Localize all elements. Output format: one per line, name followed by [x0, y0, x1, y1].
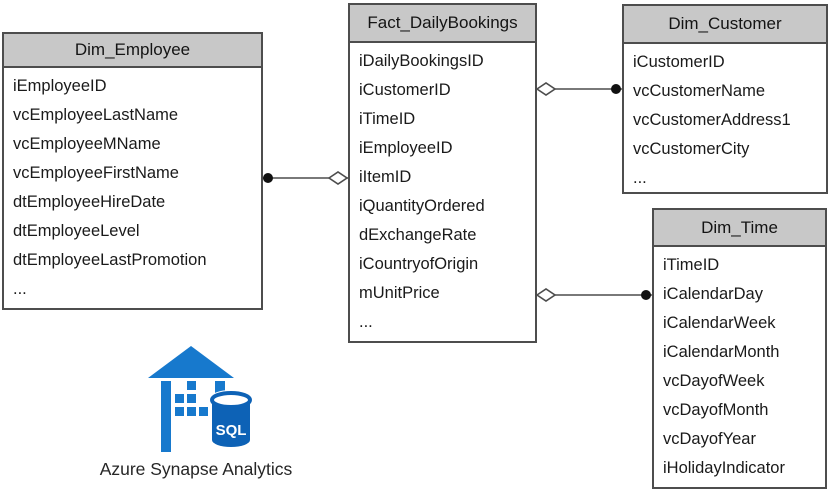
- column-row-ellipsis: ...: [13, 280, 27, 298]
- one-end-dot-icon: [611, 84, 621, 94]
- relationship-employee-fact: [262, 171, 349, 185]
- relationship-fact-time: [535, 288, 652, 302]
- relationship-fact-customer: [535, 82, 622, 96]
- table-columns: iCustomerID vcCustomerName vcCustomerAdd…: [624, 44, 826, 193]
- column-row: vcCustomerCity: [633, 140, 750, 158]
- column-row: iCustomerID: [359, 81, 451, 99]
- sql-label: SQL: [216, 422, 247, 439]
- column-row: vcDayofYear: [663, 430, 756, 448]
- column-row: vcCustomerAddress1: [633, 111, 791, 129]
- many-end-diamond-icon: [327, 171, 349, 185]
- sql-database-cylinder-icon: SQL: [209, 390, 253, 450]
- column-row: vcDayofMonth: [663, 401, 769, 419]
- table-dim-time: Dim_Time iTimeID iCalendarDay iCalendarW…: [652, 208, 827, 489]
- column-row: iTimeID: [663, 256, 720, 274]
- table-columns: iEmployeeID vcEmployeeLastName vcEmploye…: [4, 68, 261, 304]
- column-row: iDailyBookingsID: [359, 52, 484, 70]
- column-row: vcDayofWeek: [663, 372, 765, 390]
- column-row: vcEmployeeFirstName: [13, 164, 179, 182]
- table-title: Dim_Customer: [624, 6, 826, 44]
- column-row-ellipsis: ...: [633, 169, 647, 187]
- table-title: Dim_Employee: [4, 34, 261, 68]
- column-row: dExchangeRate: [359, 226, 477, 244]
- many-end-diamond-icon: [535, 82, 557, 96]
- column-row: iEmployeeID: [13, 77, 107, 95]
- table-dim-employee: Dim_Employee iEmployeeID vcEmployeeLastN…: [2, 32, 263, 310]
- one-end-dot-icon: [263, 173, 273, 183]
- column-row: iTimeID: [359, 110, 416, 128]
- logo-caption: Azure Synapse Analytics: [99, 459, 293, 479]
- table-columns: iDailyBookingsID iCustomerID iTimeID iEm…: [350, 43, 535, 337]
- one-end-dot-icon: [641, 290, 651, 300]
- table-title: Dim_Time: [654, 210, 825, 247]
- warehouse-house-icon: [148, 346, 234, 452]
- column-row: iItemID: [359, 168, 412, 186]
- table-dim-customer: Dim_Customer iCustomerID vcCustomerName …: [622, 4, 828, 194]
- column-row: mUnitPrice: [359, 284, 440, 302]
- column-row: vcCustomerName: [633, 82, 766, 100]
- column-row: dtEmployeeLevel: [13, 222, 140, 240]
- column-row: vcEmployeeMName: [13, 135, 161, 153]
- column-row-ellipsis: ...: [359, 313, 373, 331]
- azure-synapse-analytics-icon: SQL: [148, 346, 253, 452]
- column-row: iEmployeeID: [359, 139, 453, 157]
- column-row: iCalendarMonth: [663, 343, 780, 361]
- table-columns: iTimeID iCalendarDay iCalendarWeek iCale…: [654, 247, 825, 483]
- many-end-diamond-icon: [535, 288, 557, 302]
- column-row: iCalendarWeek: [663, 314, 776, 332]
- table-fact-daily-bookings: Fact_DailyBookings iDailyBookingsID iCus…: [348, 3, 537, 343]
- column-row: iCountryofOrigin: [359, 255, 479, 273]
- column-row: dtEmployeeHireDate: [13, 193, 166, 211]
- column-row: iCustomerID: [633, 53, 725, 71]
- column-row: iCalendarDay: [663, 285, 763, 303]
- column-row: dtEmployeeLastPromotion: [13, 251, 207, 269]
- table-title: Fact_DailyBookings: [350, 5, 535, 43]
- column-row: iHolidayIndicator: [663, 459, 785, 477]
- column-row: iQuantityOrdered: [359, 197, 485, 215]
- column-row: vcEmployeeLastName: [13, 106, 179, 124]
